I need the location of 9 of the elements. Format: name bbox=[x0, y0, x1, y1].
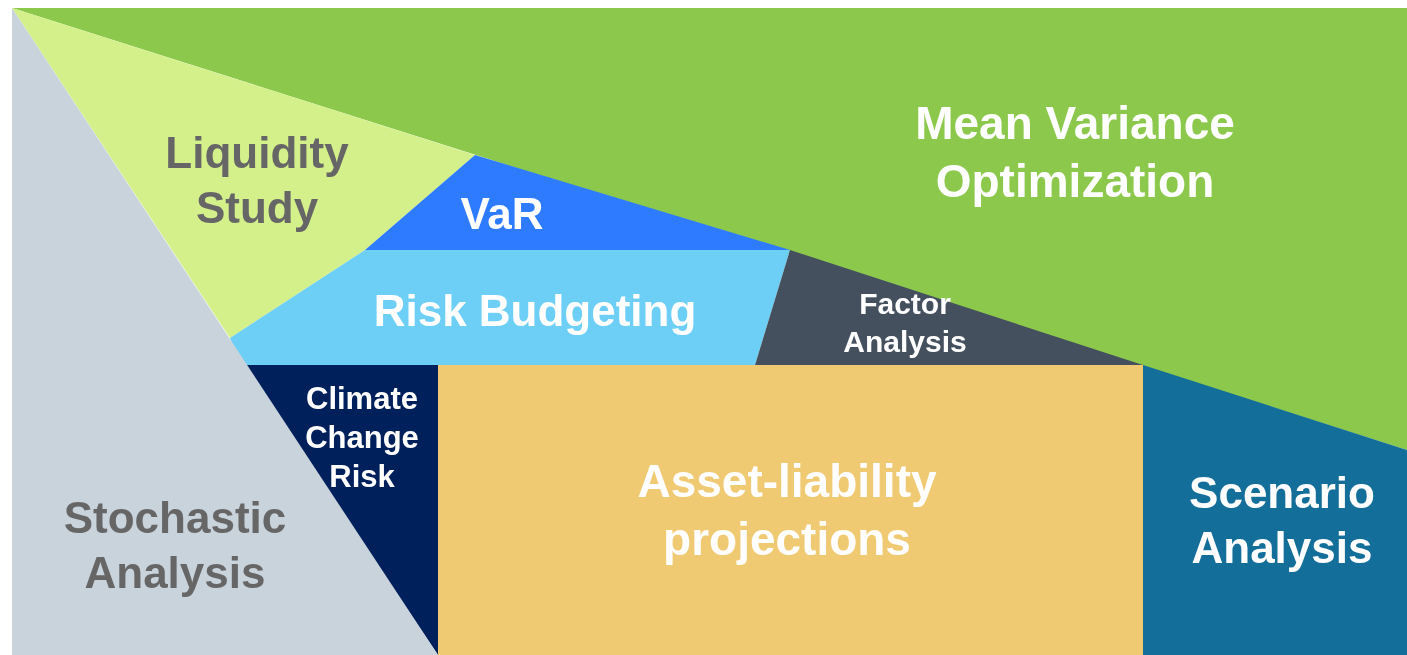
panel-label: Asset-liability projections bbox=[636, 453, 938, 567]
panel-label: Mean Variance Optimization bbox=[914, 95, 1236, 209]
panel-label: Liquidity Study bbox=[164, 127, 350, 234]
panel-label: Climate Change Risk bbox=[304, 379, 420, 496]
panel-label: Risk Budgeting bbox=[372, 284, 698, 337]
panel-label: VaR bbox=[459, 187, 545, 240]
panel-label: Scenario Analysis bbox=[1188, 467, 1376, 574]
panel-label: Stochastic Analysis bbox=[62, 492, 288, 599]
panel-label: Factor Analysis bbox=[842, 285, 968, 360]
